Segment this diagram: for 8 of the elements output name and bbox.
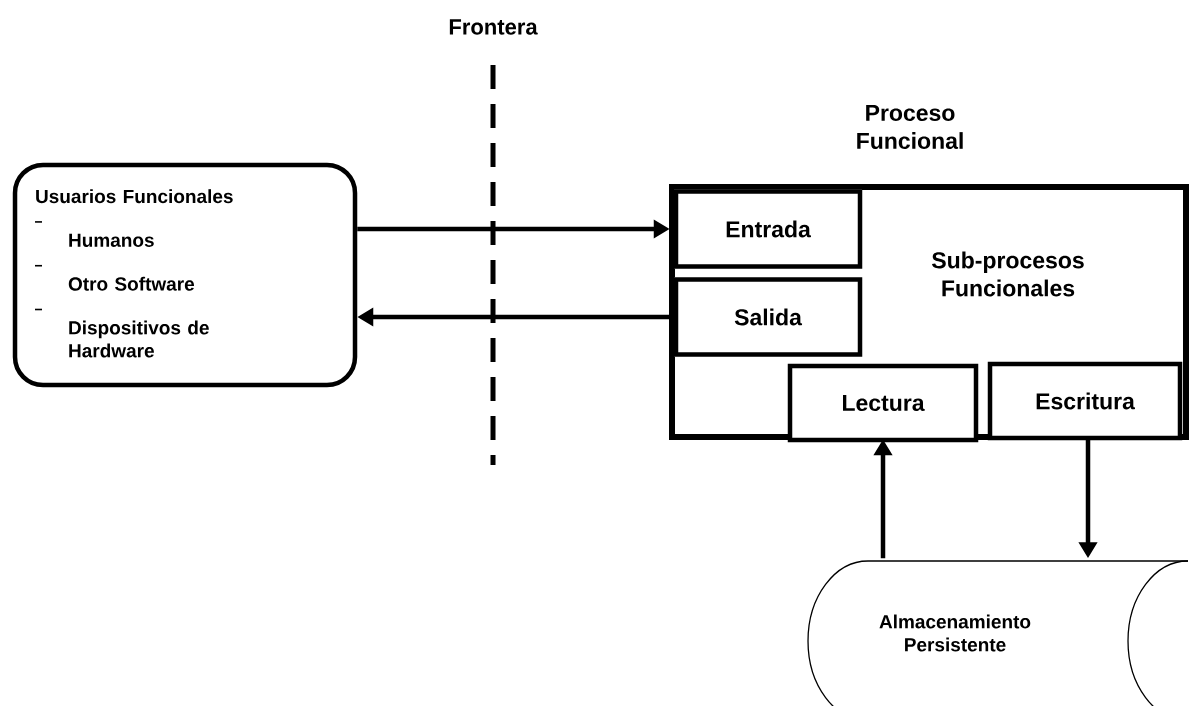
subprocess-box: Salida xyxy=(673,277,863,357)
node-label: Proceso Funcional xyxy=(857,104,963,150)
boundary-label: Frontera xyxy=(449,19,538,35)
subprocess-box: Lectura xyxy=(787,363,979,443)
storage-cylinder: Almacenamiento Persistente xyxy=(807,560,1189,706)
subprocess-box: Entrada xyxy=(673,189,863,269)
rounded-box: Usuarios Funcionales Humanos Otro Software Dispositivos de Hardware xyxy=(12,162,358,388)
subprocess-box: Escritura xyxy=(987,361,1183,441)
